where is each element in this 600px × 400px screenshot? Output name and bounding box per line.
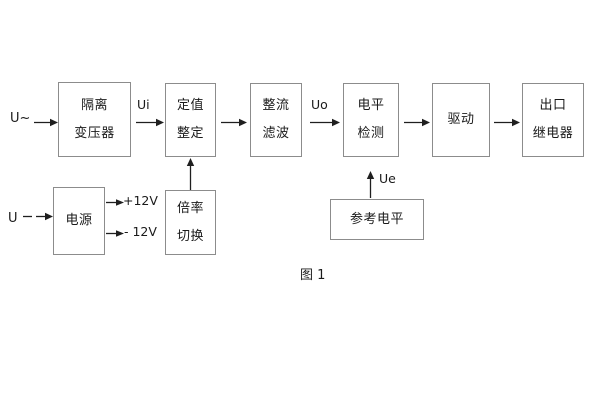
block-output-relay-line1: 出口 [539,98,567,114]
arrow-drive-to-output-relay [494,118,520,127]
block-output-relay: 出口 继电器 [522,83,584,157]
figure-caption: 图 1 [300,268,326,283]
block-multiplier-switch-line2: 切换 [176,228,204,244]
block-setting-value: 定值 整定 [165,83,216,157]
block-level-detect: 电平 检测 [343,83,399,157]
block-isolation-transformer-line1: 隔离 [80,97,108,113]
arrow-level-detect-to-drive [404,118,430,127]
arrow-setting-value-to-rectify-filter [221,118,247,127]
arrow-rail-positive [106,198,124,207]
block-rectify-filter-line1: 整流 [262,98,290,114]
block-power-supply-line1: 电源 [65,213,93,229]
block-power-supply: 电源 [53,187,105,255]
block-level-detect-line1: 电平 [357,98,385,114]
rail-positive-label: +12V [123,193,158,208]
block-isolation-transformer-line2: 变压器 [74,125,115,141]
block-reference-level: 参考电平 [330,199,424,240]
input-ac-label: U~ [10,111,31,126]
arrow-isolation-transformer-to-setting-value [136,118,164,127]
block-level-detect-line2: 检测 [357,126,385,141]
arrow-input-ac-to-isolation-transformer [34,118,58,127]
arrow-reference-level-to-level-detect [366,171,375,198]
arrow-rectify-filter-to-level-detect [310,118,340,127]
rail-negative-label: - 12V [124,224,157,239]
block-rectify-filter: 整流 滤波 [250,83,302,157]
block-reference-level-line1: 参考电平 [349,211,404,227]
arrow-multiplier-switch-to-setting-value [186,158,195,191]
signal-ue-label: Ue [379,171,396,186]
arrow-rail-negative [106,229,124,238]
block-isolation-transformer: 隔离 变压器 [58,82,131,157]
block-rectify-filter-line2: 滤波 [262,126,290,141]
block-multiplier-switch-line1: 倍率 [176,200,204,216]
signal-uo-label: Uo [311,97,328,112]
block-output-relay-line2: 继电器 [532,126,574,141]
arrow-input-dc-to-power-supply [23,212,53,221]
block-drive: 驱动 [432,83,490,157]
block-drive-line1: 驱动 [447,112,475,128]
signal-ui-label: Ui [137,97,150,112]
block-setting-value-line2: 整定 [176,126,204,141]
block-setting-value-line1: 定值 [176,98,204,114]
input-dc-label: U [8,211,18,226]
block-multiplier-switch: 倍率 切换 [165,190,216,255]
